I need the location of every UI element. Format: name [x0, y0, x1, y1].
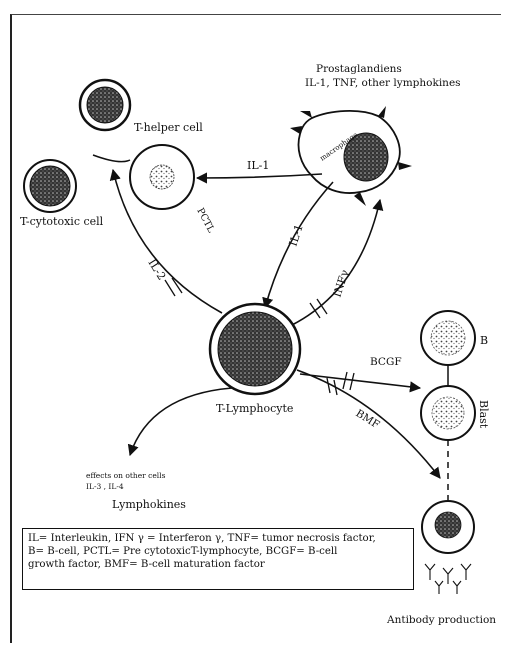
il1-horizontal-label: IL-1: [247, 159, 269, 172]
bcgf-arrow: [300, 374, 420, 388]
pctl-connector: [93, 155, 130, 162]
macrophage-cell: [290, 106, 412, 206]
legend-line-2: B= B-cell, PCTL= Pre cytotoxicT-lymphocy…: [28, 545, 408, 558]
antibody-production-label: Antibody production: [386, 614, 496, 626]
pctl-cell: [130, 145, 194, 209]
antibody-icon: [425, 564, 471, 594]
legend-line-3: growth factor, BMF= B-cell maturation fa…: [28, 558, 408, 571]
bcgf-label: BCGF: [370, 356, 402, 368]
pctl-label: PCTL: [194, 206, 216, 235]
plasma-cell: [422, 501, 474, 553]
t-helper-cell: [80, 80, 130, 130]
legend-line-1: IL= Interleukin, IFN γ = Interferon γ, T…: [28, 532, 408, 545]
bmf-label: BMF: [353, 407, 381, 431]
blast-label: Blast: [477, 400, 490, 429]
prostaglandins-label: Prostaglandiens: [316, 63, 402, 75]
t-lymphocyte-label: T-Lymphocyte: [216, 402, 293, 415]
effects-label: effects on other cells: [86, 471, 166, 480]
blast-cell: [421, 386, 475, 440]
lymphokines-label: Lymphokines: [112, 498, 186, 511]
lymphokines-arrow: [130, 388, 232, 455]
t-cytotoxic-cell: [24, 160, 76, 212]
il2-label: IL-2: [145, 257, 168, 283]
t-helper-label: T-helper cell: [134, 121, 203, 134]
legend-box: IL= Interleukin, IFN γ = Interferon γ, T…: [22, 528, 414, 590]
b-cell: [421, 311, 475, 365]
secretions-list: IL-1, TNF, other lymphokines: [305, 77, 461, 89]
interleukins-label: IL-3 , IL-4: [86, 482, 124, 491]
ifn-label: INFγ: [330, 268, 351, 299]
t-lymphocyte-cell: [210, 304, 300, 394]
il1-vertical-label: IL-1: [286, 223, 305, 248]
t-cytotoxic-label: T-cytotoxic cell: [20, 215, 104, 228]
b-cell-label: B: [480, 334, 488, 347]
il1-arrow-to-pctl: [197, 174, 322, 178]
